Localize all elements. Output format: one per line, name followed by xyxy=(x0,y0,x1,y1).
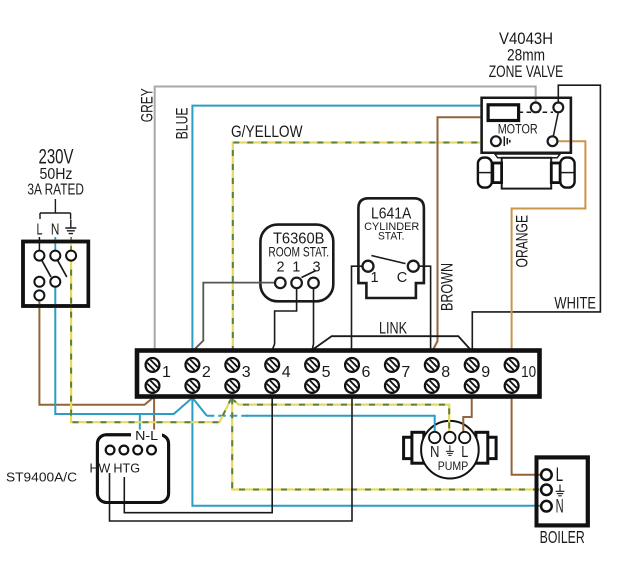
svg-text:2: 2 xyxy=(202,364,211,381)
svg-text:1: 1 xyxy=(292,260,300,276)
svg-text:L641A: L641A xyxy=(371,206,412,223)
svg-text:3: 3 xyxy=(312,260,320,276)
svg-text:10: 10 xyxy=(521,364,536,381)
svg-text:G/YELLOW: G/YELLOW xyxy=(231,122,303,141)
svg-text:MOTOR: MOTOR xyxy=(498,122,538,137)
svg-text:1: 1 xyxy=(370,270,378,286)
svg-text:2: 2 xyxy=(276,260,284,276)
svg-text:5: 5 xyxy=(322,364,331,381)
svg-text:BROWN: BROWN xyxy=(438,263,457,311)
svg-text:N: N xyxy=(556,497,564,518)
svg-text:N-L: N-L xyxy=(135,428,158,443)
svg-text:L: L xyxy=(461,444,468,461)
svg-text:BOILER: BOILER xyxy=(540,527,585,547)
svg-text:9: 9 xyxy=(481,364,490,381)
svg-text:N: N xyxy=(430,444,440,461)
svg-text:HW: HW xyxy=(90,461,111,475)
svg-text:LINK: LINK xyxy=(379,319,407,338)
svg-text:T6360B: T6360B xyxy=(273,231,325,248)
svg-text:3: 3 xyxy=(242,364,251,381)
svg-text:HTG: HTG xyxy=(113,461,140,475)
svg-text:ST9400A/C: ST9400A/C xyxy=(6,471,77,485)
svg-text:3A RATED: 3A RATED xyxy=(27,182,84,199)
svg-text:28mm: 28mm xyxy=(507,47,545,65)
svg-text:50Hz: 50Hz xyxy=(40,166,73,183)
svg-text:GREY: GREY xyxy=(137,88,156,122)
svg-text:ZONE VALVE: ZONE VALVE xyxy=(489,63,564,81)
svg-text:STAT.: STAT. xyxy=(378,230,405,242)
svg-text:4: 4 xyxy=(282,364,291,381)
svg-text:L: L xyxy=(556,465,564,486)
svg-text:V4043H: V4043H xyxy=(499,30,553,48)
svg-text:ORANGE: ORANGE xyxy=(513,215,532,268)
svg-text:ROOM STAT.: ROOM STAT. xyxy=(268,244,329,259)
svg-text:L: L xyxy=(37,222,43,239)
svg-text:PUMP: PUMP xyxy=(438,461,469,473)
svg-text:C: C xyxy=(397,270,407,286)
svg-text:WHITE: WHITE xyxy=(554,294,596,313)
svg-text:230V: 230V xyxy=(39,146,74,169)
svg-text:1: 1 xyxy=(162,364,171,381)
svg-text:7: 7 xyxy=(401,364,410,381)
svg-text:CYLINDER: CYLINDER xyxy=(364,221,419,233)
svg-text:N: N xyxy=(51,222,60,239)
svg-text:6: 6 xyxy=(362,364,371,381)
svg-text:BLUE: BLUE xyxy=(173,107,191,139)
svg-text:8: 8 xyxy=(441,364,450,381)
